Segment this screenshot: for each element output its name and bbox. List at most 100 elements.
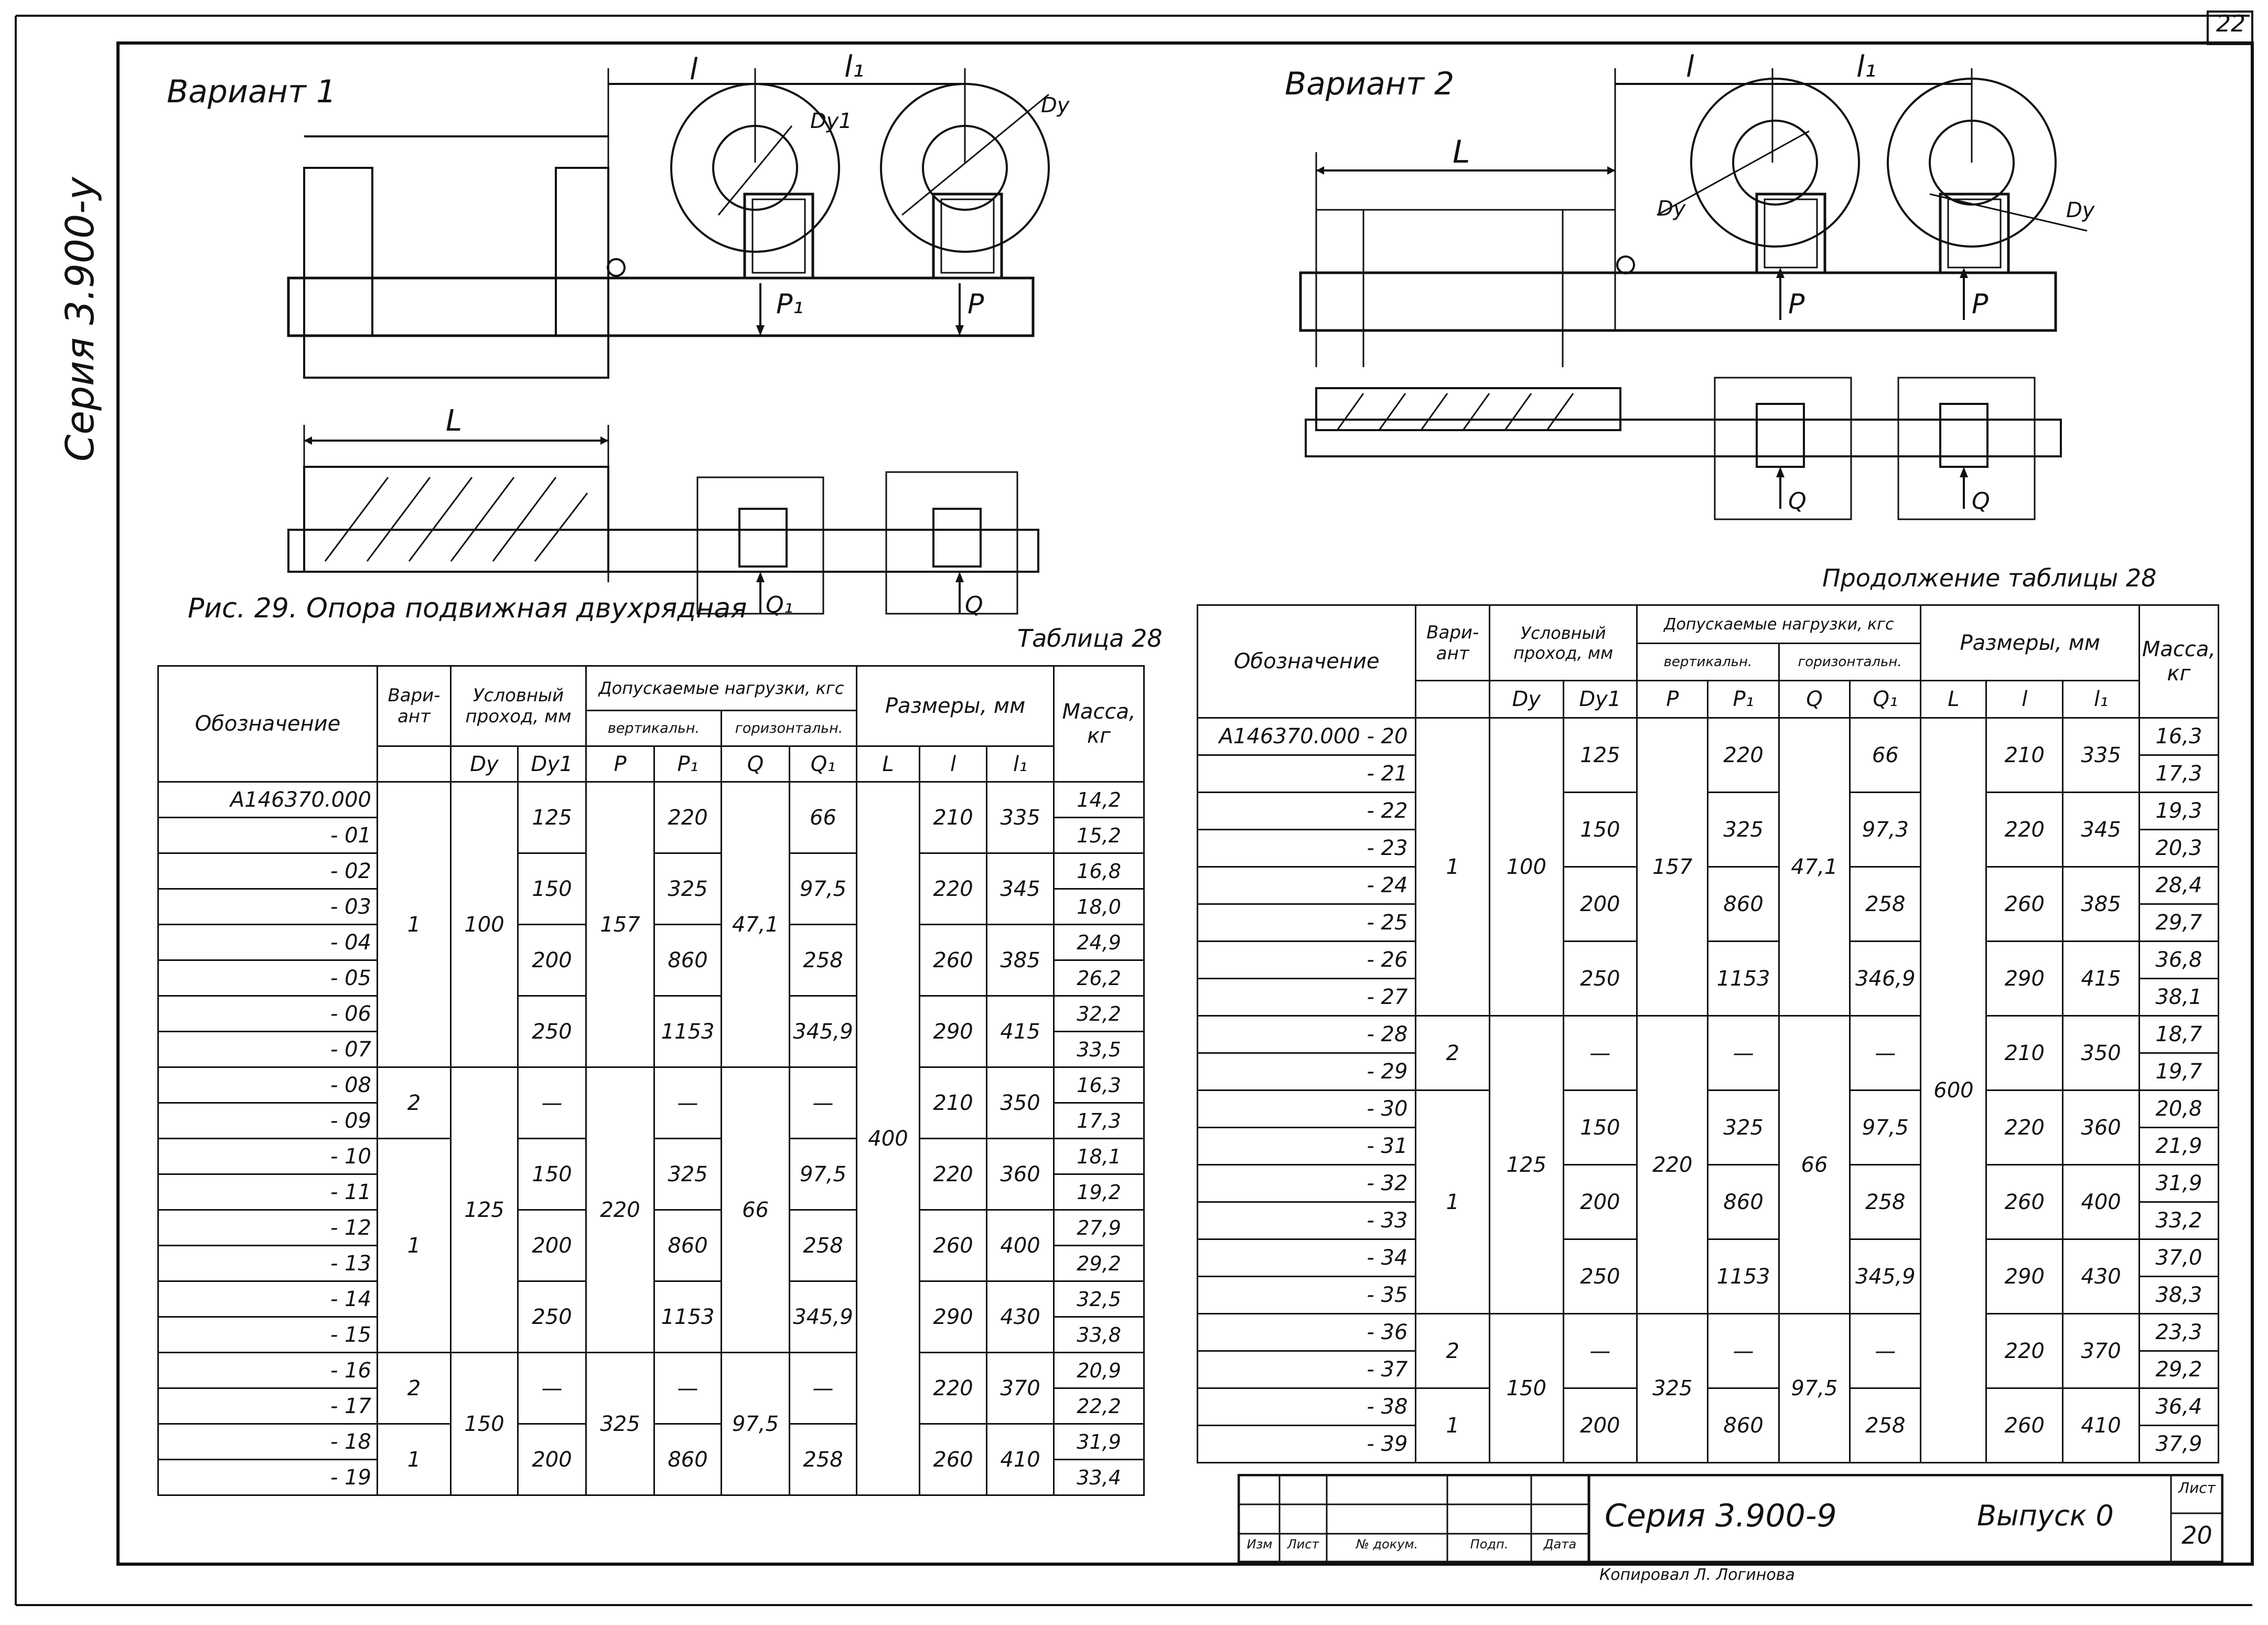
cont-header-dy: Dу [1489,680,1564,719]
dy1-cell: — [1562,1015,1638,1091]
p1-cell: — [653,1066,723,1139]
designation-cell: - 35 [1196,1276,1417,1314]
dy1-cell: 125 [1562,717,1638,793]
designation-cell: - 17 [157,1387,378,1425]
mass-cell: 36,8 [2138,940,2220,979]
mass-cell: 38,1 [2138,978,2220,1017]
variant-cell: 2 [1415,1015,1490,1091]
mass-cell: 29,2 [2138,1350,2220,1389]
mass-cell: 26,2 [1053,959,1145,997]
variant1-drawing [287,68,1050,615]
designation-cell: - 36 [1196,1313,1417,1352]
l-cell: 290 [919,1280,988,1353]
l1-cell: 350 [2062,1015,2140,1091]
t28-header-L: L [856,745,921,783]
dy1-cell: 200 [517,1209,587,1282]
mass-cell: 29,7 [2138,903,2220,942]
mass-cell: 16,8 [1053,852,1145,890]
mass-cell: 16,3 [2138,717,2220,756]
p1-cell: 325 [653,852,723,925]
dy-cell: 100 [450,781,519,1068]
cont-header-l: l [1985,680,2064,719]
p1-cell: 220 [653,781,723,854]
q1-cell: 97,3 [1849,792,1922,868]
designation-cell: - 39 [1196,1425,1417,1463]
l-cell: 220 [919,1138,988,1211]
mass-cell: 17,3 [2138,754,2220,793]
variant-cell: 1 [1415,717,1490,1017]
t28-header-p: P [585,745,655,783]
l1-cell: 410 [2062,1387,2140,1463]
designation-cell: - 21 [1196,754,1417,793]
variant2-label-p-left: P [1788,288,1805,320]
l-cell: 210 [919,781,988,854]
dy1-cell: 150 [1562,792,1638,868]
cont-header-designation: Обозначение [1196,604,1417,719]
l1-cell: 385 [2062,866,2140,942]
p1-cell: — [1707,1313,1780,1389]
dy1-cell: 150 [1562,1089,1638,1166]
designation-cell: - 27 [1196,978,1417,1017]
l1-cell: 400 [986,1209,1055,1282]
designation-cell: - 04 [157,924,378,961]
designation-cell: - 05 [157,959,378,997]
designation-cell: - 30 [1196,1089,1417,1128]
mass-cell: 16,3 [1053,1066,1145,1104]
L-cell: 400 [856,781,921,1496]
designation-cell: - 02 [157,852,378,890]
q-cell: 66 [721,1066,791,1353]
cont-header-q1: Q₁ [1849,680,1922,719]
variant-cell: 1 [1415,1387,1490,1463]
designation-cell: - 13 [157,1245,378,1282]
dy1-cell: 250 [1562,940,1638,1017]
t28-header-dims: Размеры, мм [856,665,1055,747]
dy1-cell: 200 [1562,866,1638,942]
q1-cell: 258 [1849,1164,1922,1240]
tb-col-date: Дата [1543,1537,1577,1552]
mass-cell: 31,9 [1053,1423,1145,1460]
l-cell: 210 [1985,1015,2064,1091]
variant1-title: Вариант 1 [167,73,337,110]
t28-header-q1: Q₁ [789,745,858,783]
variant2-label-q-right: Q [1972,488,1990,515]
designation-cell: - 16 [157,1352,378,1389]
designation-cell: - 32 [1196,1164,1417,1203]
t28-header-l: l [919,745,988,783]
variant1-label-p: P [968,288,984,320]
table-row: - 17 22,2 [157,1387,1145,1425]
tb-sheet-label: Лист [2178,1479,2216,1496]
mass-cell: 22,2 [1053,1387,1145,1425]
q1-cell: — [789,1352,858,1425]
p1-cell: 325 [653,1138,723,1211]
designation-cell: - 38 [1196,1387,1417,1426]
p-cell: 325 [1636,1313,1709,1463]
l-cell: 210 [1985,717,2064,793]
cont-header-variant-blank [1415,680,1490,719]
cont-header-mass: Масса, кг [2138,604,2220,719]
q1-cell: 97,5 [789,1138,858,1211]
p1-cell: 860 [653,1209,723,1282]
variant2-dim-L: L [1453,134,1470,170]
dy-cell: 150 [450,1352,519,1496]
mass-cell: 20,8 [2138,1089,2220,1128]
variant-cell: 2 [377,1066,452,1139]
mass-cell: 20,3 [2138,829,2220,868]
l-cell: 220 [919,852,988,925]
l1-cell: 335 [986,781,1055,854]
p1-cell: 860 [1707,1164,1780,1240]
t28-header-loads: Допускаемые нагрузки, кгс [585,665,858,711]
